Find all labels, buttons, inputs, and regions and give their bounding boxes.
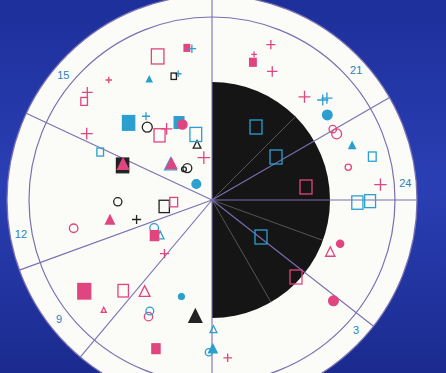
pictograph [106,215,115,224]
pictograph [188,44,197,53]
pictograph [114,198,122,206]
pictograph [122,116,134,131]
pictograph [368,152,376,161]
pictograph [374,178,386,190]
pictograph [192,180,201,189]
pictographs [69,40,386,362]
pictograph [300,180,312,194]
pictograph [290,270,302,284]
pictograph [118,284,128,297]
pictograph [142,122,152,132]
pictograph [178,120,187,129]
pictograph [267,66,278,77]
pictograph [266,40,275,49]
pictograph [170,197,178,206]
hour-number: 21 [349,64,363,76]
pictograph [255,230,267,244]
pictograph [151,49,164,64]
disc-division [212,117,295,200]
outer-circle [7,0,417,373]
pictograph [184,45,190,52]
sector-spoke [26,113,212,200]
pictograph [160,249,169,258]
pictograph [270,150,282,164]
pictograph [317,94,328,105]
pictograph [105,77,112,84]
pictograph [165,158,177,170]
pictograph [81,128,93,140]
pictograph [142,112,150,120]
pictograph [152,344,160,354]
hour-number: 9 [55,313,63,325]
pictograph [210,326,217,333]
sector-spoke [212,199,417,200]
disc-division [212,200,271,302]
pictograph [349,142,356,149]
pictograph [251,52,257,58]
pictograph [190,127,202,141]
pictograph [69,224,77,232]
pictograph [250,58,257,66]
pictograph [146,76,151,81]
pictograph [146,307,154,315]
pictograph [223,354,231,362]
pictograph [81,97,88,105]
pictograph [171,73,176,79]
hour-number: 12 [14,228,28,240]
pictograph [82,87,93,98]
pictograph [329,125,336,132]
pictograph [116,158,128,173]
pictograph [205,349,212,356]
pictograph [150,231,158,241]
hour-number: 15 [56,69,70,81]
pictograph [97,148,104,156]
hour-number: 3 [352,324,360,336]
pictograph [323,110,333,120]
pictograph [78,283,91,299]
pictograph [154,129,165,142]
pictograph [337,240,344,247]
sector-spoke [211,0,212,200]
pictograph [159,200,169,212]
pictograph [132,215,141,224]
pictograph [101,307,106,312]
pictograph [178,294,184,300]
pictograph [250,120,262,134]
pictograph [365,195,376,208]
pictograph [139,286,150,297]
pictograph [144,312,152,320]
pictograph [183,164,192,173]
pictograph [166,158,177,169]
pictograph [118,158,129,169]
sector-spoke [212,200,374,326]
hour-number: 24 [398,177,412,189]
pictograph [326,247,335,256]
sector-spoke [19,200,212,270]
sector-spoke [212,98,390,201]
pictograph [329,296,339,306]
pictograph [299,91,311,103]
pictograph [189,309,202,322]
pictograph [198,151,211,164]
pictograph [345,164,351,170]
pictograph [352,196,363,209]
